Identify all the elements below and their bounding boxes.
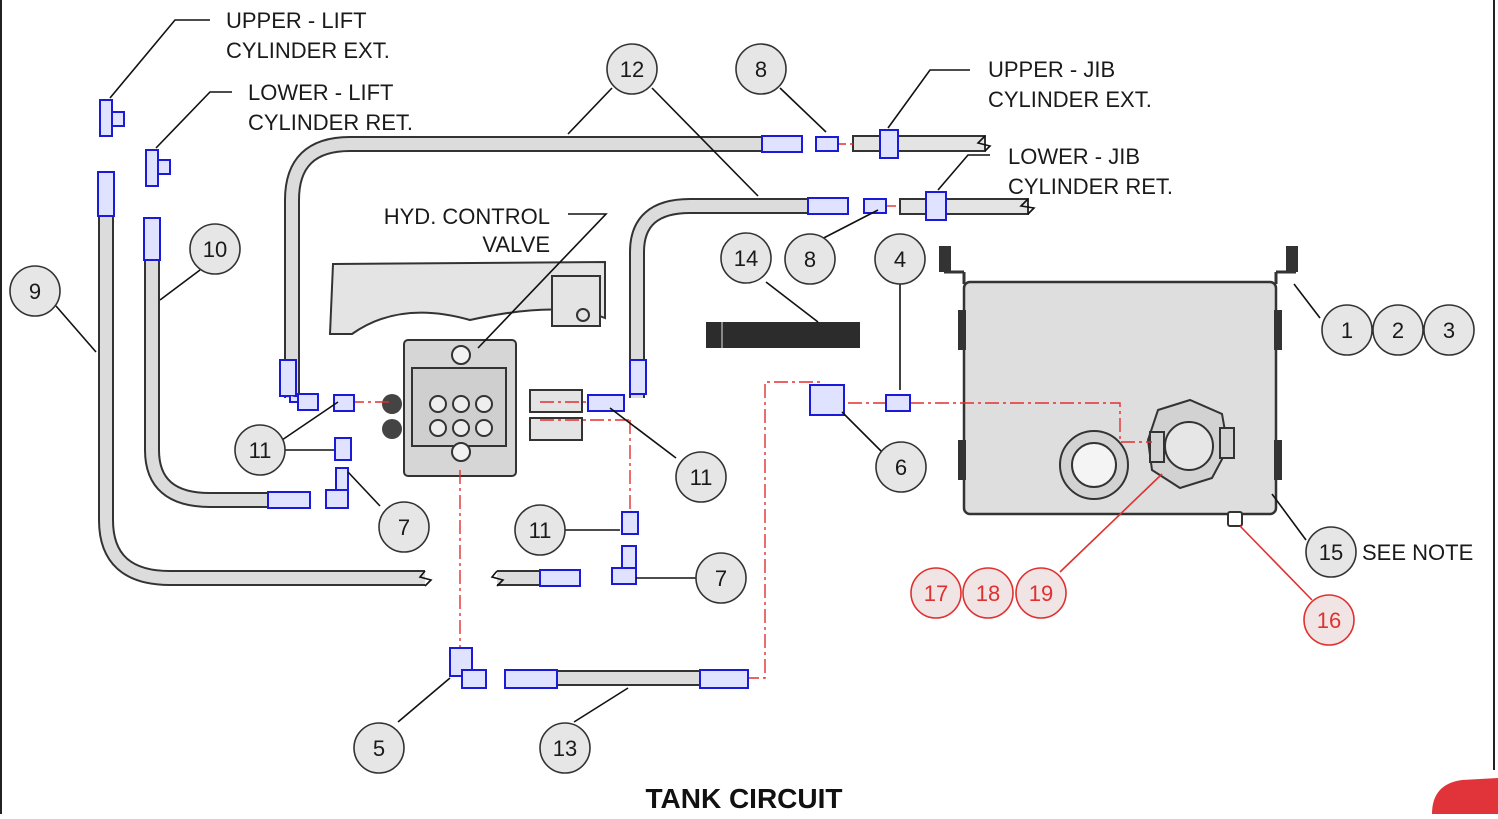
svg-text:8: 8: [755, 57, 767, 82]
svg-text:4: 4: [894, 247, 906, 272]
svg-text:11: 11: [690, 465, 713, 490]
svg-text:13: 13: [553, 736, 577, 761]
svg-text:2: 2: [1392, 318, 1404, 343]
svg-text:19: 19: [1029, 581, 1053, 606]
svg-text:17: 17: [924, 581, 948, 606]
svg-text:1: 1: [1341, 318, 1353, 343]
label-upper-jib-2: CYLINDER EXT.: [988, 87, 1152, 112]
label-upper-lift-2: CYLINDER EXT.: [226, 38, 390, 63]
red-leader-lines: [1059, 473, 1313, 601]
balloon-3: 3: [1423, 304, 1475, 356]
svg-text:16: 16: [1317, 608, 1341, 633]
balloon-10: 10: [189, 223, 241, 275]
label-lower-jib-1: LOWER - JIB: [1008, 144, 1140, 169]
balloon-7-left: 7: [378, 501, 430, 553]
balloon-6: 6: [875, 441, 927, 493]
balloon-12: 12: [606, 43, 658, 95]
filter-element: [706, 322, 860, 348]
label-lower-lift-1: LOWER - LIFT: [248, 80, 393, 105]
hydraulic-tank: [939, 246, 1298, 527]
balloon-4: 4: [874, 233, 926, 285]
label-control-valve-2: VALVE: [482, 232, 550, 257]
svg-text:9: 9: [29, 279, 41, 304]
hose-12-lower: [629, 198, 812, 398]
svg-text:7: 7: [715, 566, 727, 591]
balloon-1: 1: [1321, 304, 1373, 356]
svg-text:12: 12: [620, 57, 644, 82]
balloon-17: 17: [910, 567, 962, 619]
label-see-note: SEE NOTE: [1362, 540, 1473, 565]
balloon-16: 16: [1303, 594, 1355, 646]
svg-text:3: 3: [1443, 318, 1455, 343]
valve-shield: [328, 260, 606, 335]
svg-text:14: 14: [734, 246, 758, 271]
leader-lines: [55, 19, 1321, 723]
balloon-5: 5: [353, 722, 405, 774]
label-upper-jib-1: UPPER - JIB: [988, 57, 1115, 82]
svg-text:18: 18: [976, 581, 1000, 606]
fitting-tees: [97, 99, 947, 689]
balloon-11-lower: 11: [514, 504, 566, 556]
return-lines: [350, 143, 1152, 679]
balloon-13: 13: [539, 722, 591, 774]
label-lower-jib-2: CYLINDER RET.: [1008, 174, 1173, 199]
label-upper-lift-1: UPPER - LIFT: [226, 8, 367, 33]
hose-12-upper: [284, 136, 765, 398]
svg-text:11: 11: [249, 438, 272, 463]
balloon-2: 2: [1372, 304, 1424, 356]
balloon-18: 18: [962, 567, 1014, 619]
label-lower-lift-2: CYLINDER RET.: [248, 110, 413, 135]
control-valve: [382, 339, 583, 477]
balloon-14: 14: [720, 232, 772, 284]
svg-text:8: 8: [804, 247, 816, 272]
balloon-9: 9: [9, 265, 61, 317]
chat-widget-icon[interactable]: [1432, 778, 1498, 814]
label-control-valve-1: HYD. CONTROL: [384, 204, 550, 229]
balloon-11-left: 11: [234, 424, 286, 476]
hose-10: [144, 260, 272, 508]
balloon-15: 15: [1305, 526, 1357, 578]
svg-text:5: 5: [373, 736, 385, 761]
svg-text:6: 6: [895, 455, 907, 480]
balloon-11-right: 11: [675, 451, 727, 503]
hose-9: [98, 215, 425, 586]
svg-text:7: 7: [398, 515, 410, 540]
diagram-title: TANK CIRCUIT: [645, 783, 842, 814]
balloon-7-right: 7: [695, 552, 747, 604]
svg-text:10: 10: [203, 237, 227, 262]
svg-text:15: 15: [1319, 540, 1343, 565]
svg-text:11: 11: [529, 518, 552, 543]
balloon-19: 19: [1015, 567, 1067, 619]
balloon-8-upper: 8: [735, 43, 787, 95]
balloon-8-lower: 8: [784, 233, 836, 285]
